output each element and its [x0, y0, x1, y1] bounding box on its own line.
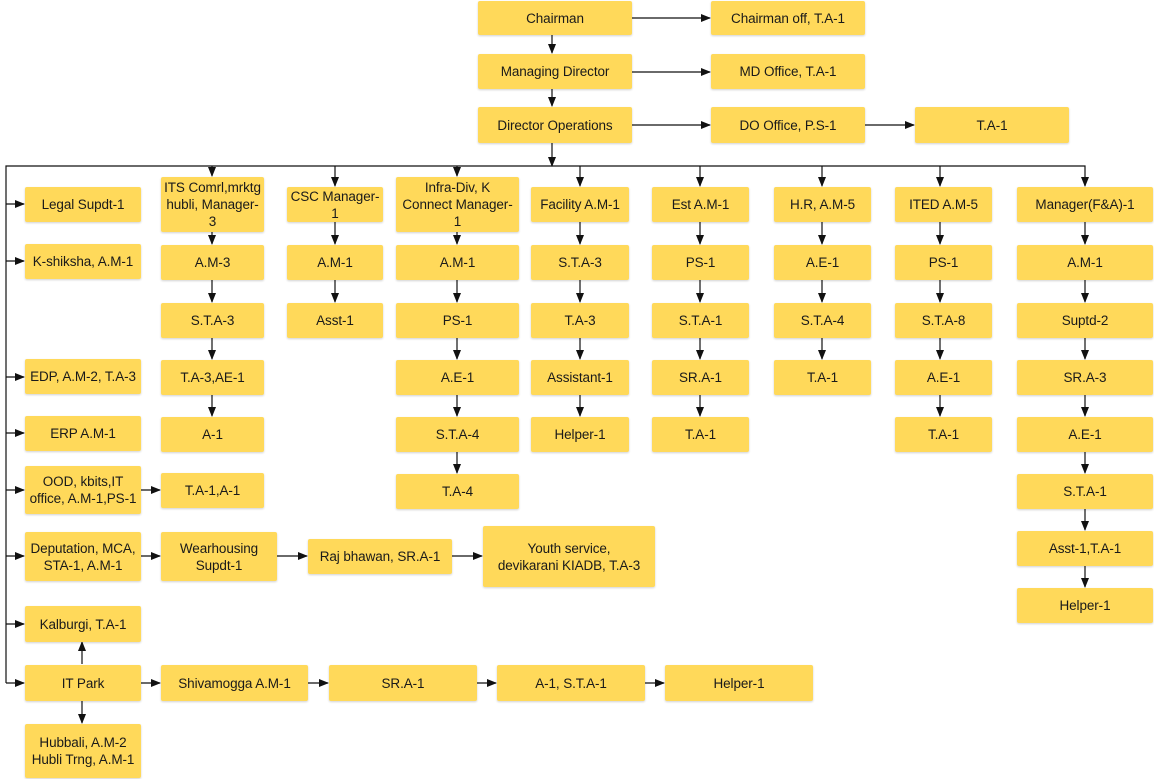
node-it-park: IT Park	[25, 665, 141, 701]
node-deputation: Deputation, MCA, STA-1, A.M-1	[25, 532, 141, 581]
node-ited-ae: A.E-1	[895, 360, 992, 395]
node-raj-bhawan: Raj bhawan, SR.A-1	[308, 539, 452, 574]
node-fa-sta: S.T.A-1	[1017, 474, 1153, 509]
node-infra-ta: T.A-4	[396, 474, 519, 509]
node-hubbali: Hubbali, A.M-2 Hubli Trng, A.M-1	[25, 724, 141, 778]
node-facility: Facility A.M-1	[531, 187, 629, 222]
node-director-operations: Director Operations	[478, 107, 632, 143]
node-ited: ITED A.M-5	[895, 187, 992, 222]
node-facility-sta: S.T.A-3	[531, 245, 629, 280]
node-shivamogga-helper: Helper-1	[665, 665, 813, 701]
node-ood-ta: T.A-1,A-1	[161, 473, 264, 508]
node-fa-ae: A.E-1	[1017, 417, 1153, 452]
node-fa-asst: Asst-1,T.A-1	[1017, 531, 1153, 566]
node-chairman-office: Chairman off, T.A-1	[711, 1, 865, 35]
node-infra-ae: A.E-1	[396, 360, 519, 395]
node-edp: EDP, A.M-2, T.A-3	[25, 359, 141, 394]
node-facility-helper: Helper-1	[531, 417, 629, 452]
bus-line	[5, 165, 1089, 683]
node-youth-service: Youth service, devikarani KIADB, T.A-3	[483, 526, 655, 587]
node-infra-div: Infra-Div, K Connect Manager-1	[396, 177, 519, 232]
node-est: Est A.M-1	[652, 187, 749, 222]
node-csc-manager: CSC Manager-1	[287, 187, 383, 222]
node-fa-sra: SR.A-3	[1017, 360, 1153, 395]
node-kshiksha: K-shiksha, A.M-1	[25, 244, 141, 279]
node-shivamogga-a: A-1, S.T.A-1	[497, 665, 645, 701]
node-csc-asst: Asst-1	[287, 303, 383, 338]
node-do-office: DO Office, P.S-1	[711, 107, 865, 143]
node-est-sra: SR.A-1	[652, 360, 749, 395]
node-infra-sta: S.T.A-4	[396, 417, 519, 452]
node-infra-ps: PS-1	[396, 303, 519, 338]
node-its-am: A.M-3	[161, 245, 264, 280]
node-ood: OOD, kbits,IT office, A.M-1,PS-1	[25, 466, 141, 514]
node-hr-ae: A.E-1	[774, 245, 871, 280]
node-kalburgi: Kalburgi, T.A-1	[25, 606, 141, 642]
node-md-office: MD Office, T.A-1	[711, 54, 865, 89]
node-fa-am: A.M-1	[1017, 245, 1153, 280]
node-csc-am: A.M-1	[287, 245, 383, 280]
node-hr: H.R, A.M-5	[774, 187, 871, 222]
node-its-a: A-1	[161, 417, 264, 452]
node-legal: Legal Supdt-1	[25, 187, 141, 222]
node-ited-ps: PS-1	[895, 245, 992, 280]
node-est-ta: T.A-1	[652, 417, 749, 452]
node-ited-sta: S.T.A-8	[895, 303, 992, 338]
node-do-ta: T.A-1	[915, 107, 1069, 143]
node-its-comrl: ITS Comrl,mrktg hubli, Manager-3	[161, 177, 264, 232]
node-manager-fa: Manager(F&A)-1	[1017, 187, 1153, 222]
node-facility-assistant: Assistant-1	[531, 360, 629, 395]
node-chairman: Chairman	[478, 1, 632, 35]
node-hr-sta: S.T.A-4	[774, 303, 871, 338]
node-facility-ta: T.A-3	[531, 303, 629, 338]
node-managing-director: Managing Director	[478, 54, 632, 89]
node-est-ps: PS-1	[652, 245, 749, 280]
node-its-sta: S.T.A-3	[161, 303, 264, 338]
node-infra-am: A.M-1	[396, 245, 519, 280]
node-wearhousing: Wearhousing Supdt-1	[161, 532, 277, 581]
node-fa-helper: Helper-1	[1017, 588, 1153, 623]
node-shivamogga: Shivamogga A.M-1	[161, 665, 308, 701]
node-erp: ERP A.M-1	[25, 416, 141, 451]
node-fa-suptd: Suptd-2	[1017, 303, 1153, 338]
node-ited-ta: T.A-1	[895, 417, 992, 452]
node-shivamogga-sra: SR.A-1	[329, 665, 477, 701]
node-hr-ta: T.A-1	[774, 360, 871, 395]
node-est-sta: S.T.A-1	[652, 303, 749, 338]
node-its-ta: T.A-3,AE-1	[161, 360, 264, 395]
